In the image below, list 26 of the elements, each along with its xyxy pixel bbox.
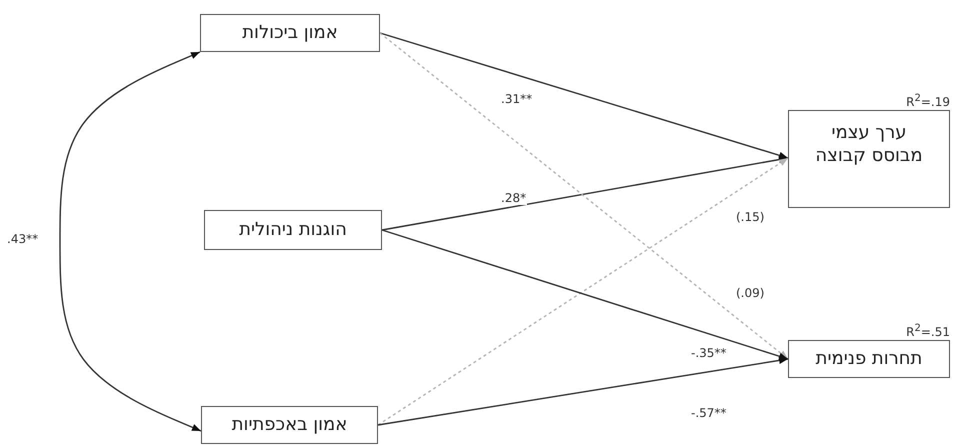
path-coefficient: .28* [500, 191, 528, 205]
path-coefficient: .43** [6, 232, 40, 246]
path-coefficient: (.09) [735, 286, 766, 300]
variable-box [788, 110, 950, 208]
r-squared-value: R$^{2}$=.51 [906, 323, 950, 339]
path-coefficient: -.57** [690, 406, 728, 420]
variable-name: אמון ביכולות [242, 21, 338, 45]
variable-box [204, 210, 382, 250]
path-arrow [382, 229, 788, 360]
variable-box [788, 340, 950, 378]
path-arrow [380, 32, 788, 159]
path-arrow [59, 51, 202, 432]
variable-name: ערך עצמי מבוסס קבוצה [814, 121, 924, 168]
path-coefficient: -.35** [690, 346, 728, 360]
path-arrow [378, 356, 788, 426]
variable-name: תחרות פנימית [816, 347, 922, 371]
variable-box [201, 406, 378, 444]
r-squared-value: R$^{2}$=.19 [906, 93, 950, 109]
variable-name: אמון באכפתיות [232, 413, 348, 437]
variable-box [200, 14, 380, 52]
path-arrow [380, 32, 788, 360]
path-coefficient: .31** [500, 92, 534, 106]
path-arrow [382, 156, 788, 231]
path-coefficient: (.15) [735, 210, 766, 224]
path-arrow [378, 157, 788, 426]
variable-name: הוגנות ניהולית [239, 218, 347, 242]
